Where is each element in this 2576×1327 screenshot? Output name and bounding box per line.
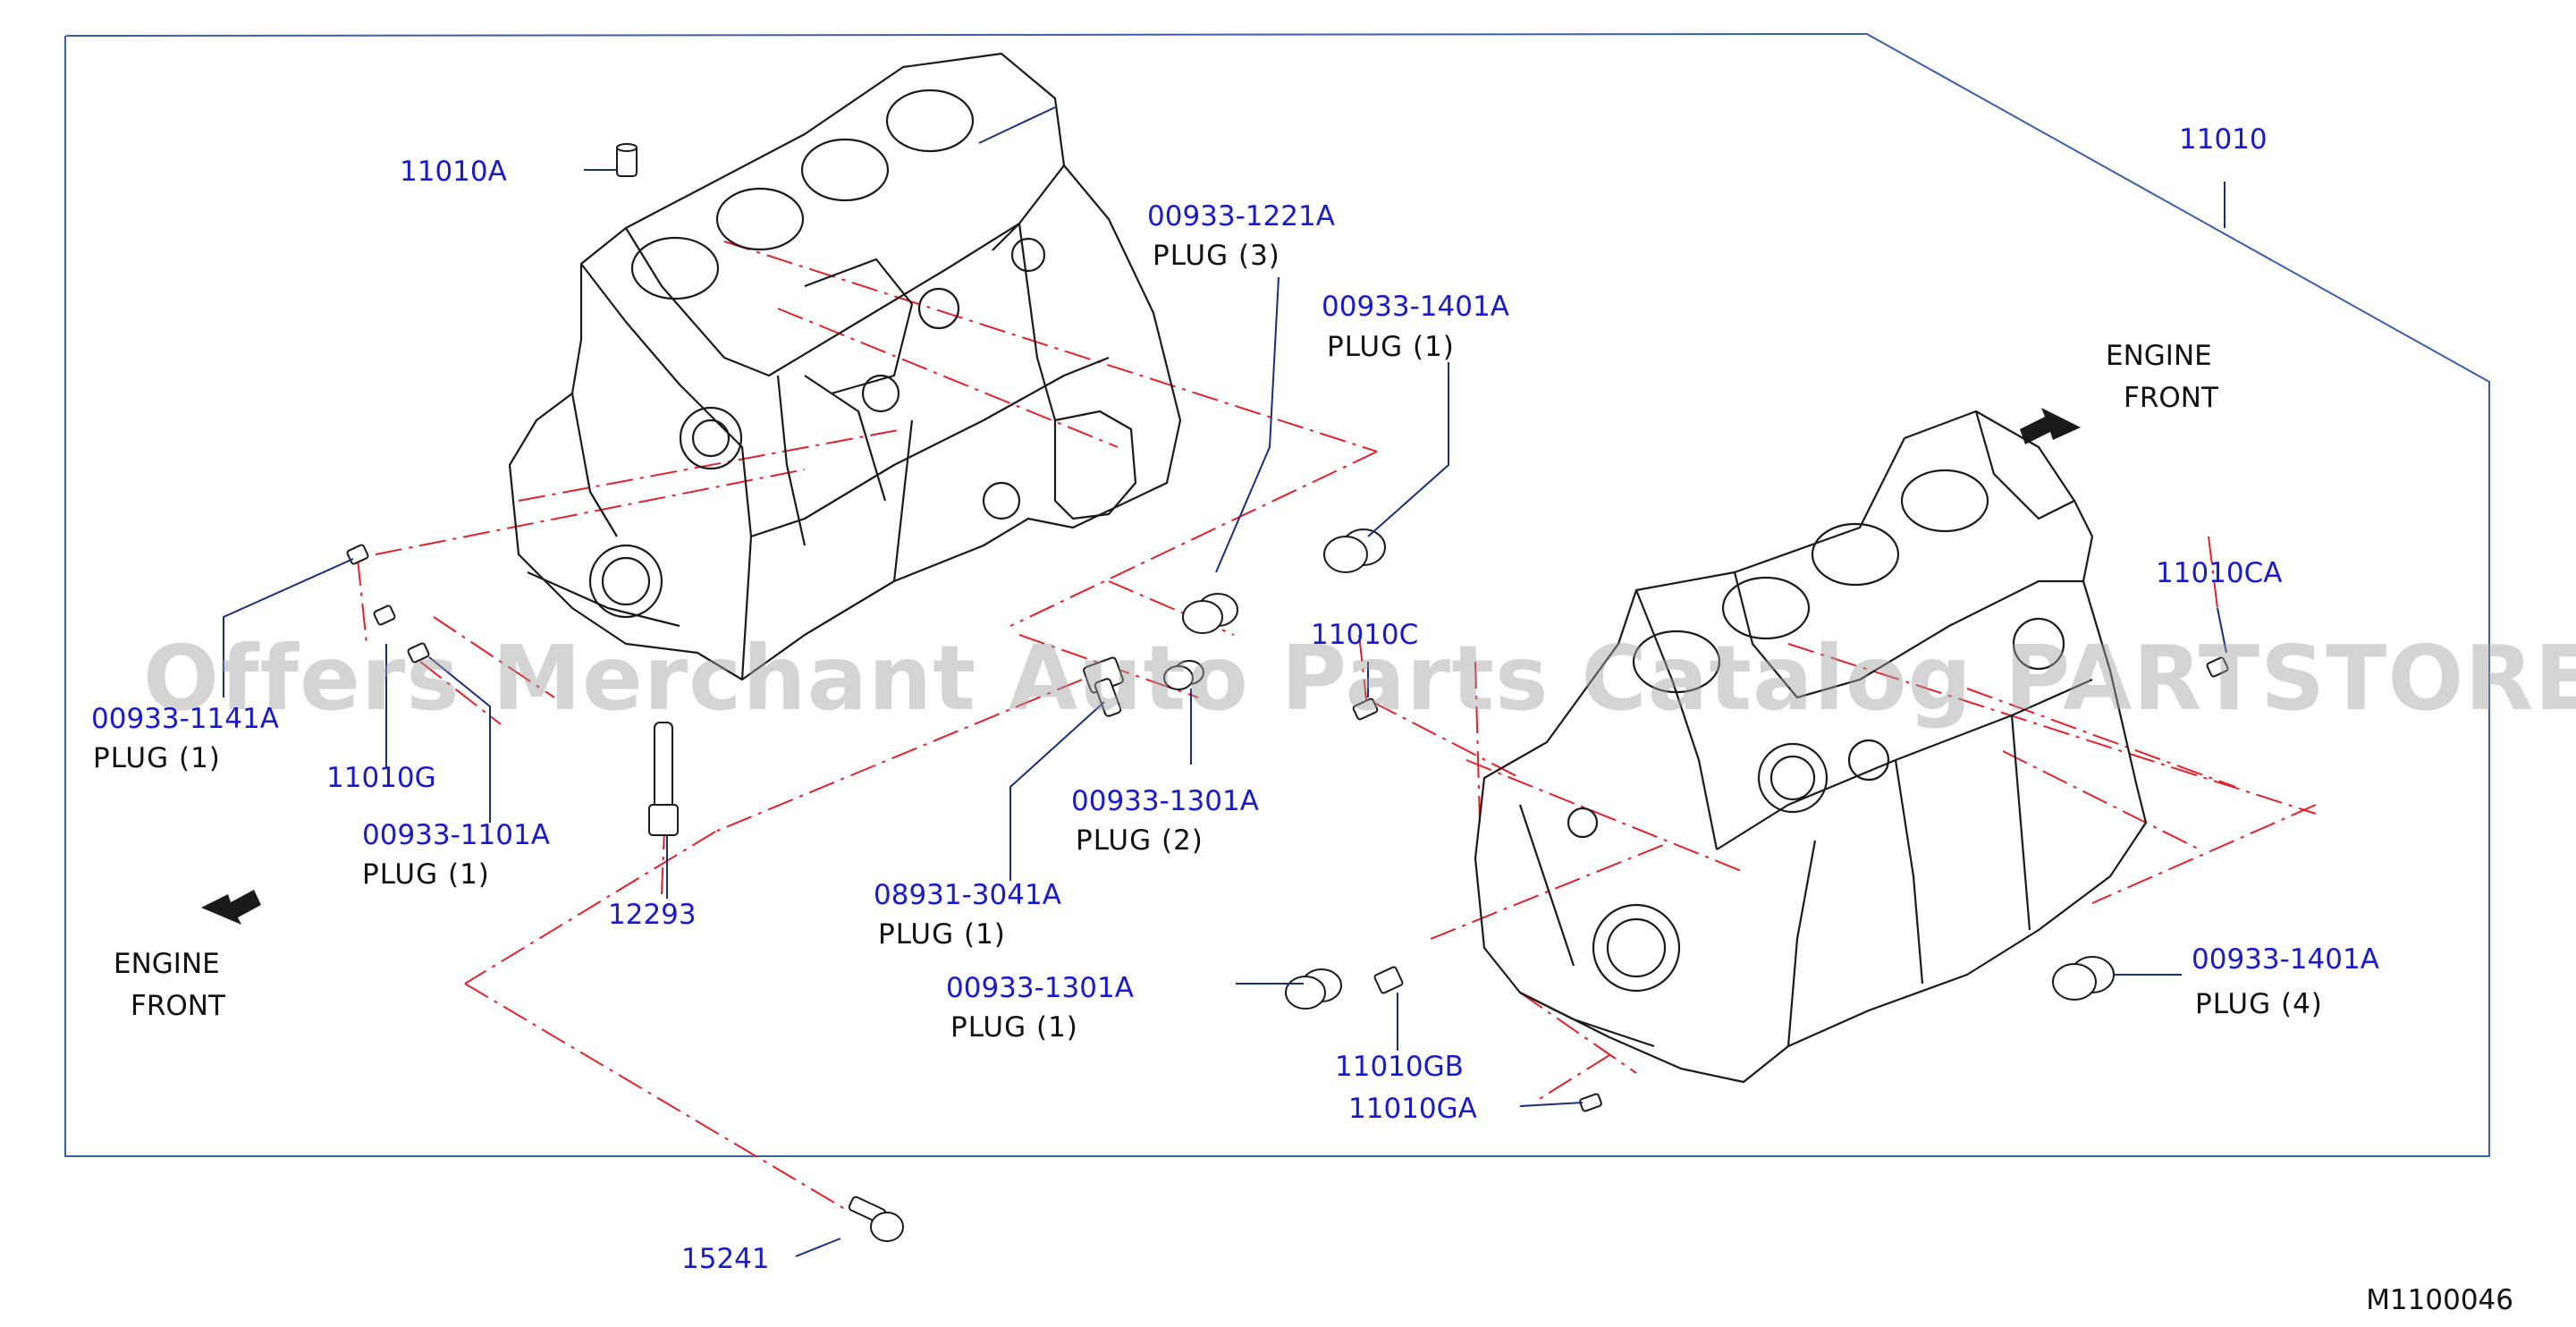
callout-11010A[interactable]: 11010A (400, 156, 507, 188)
callout-11010[interactable]: 11010 (2179, 123, 2268, 156)
callout-00933-1301A-1[interactable]: 00933-1301A (946, 972, 1134, 1004)
callout-00933-1301A-2[interactable]: 00933-1301A (1071, 785, 1259, 817)
callout-12293[interactable]: 12293 (608, 899, 697, 931)
callout-08931-3041A-desc: PLUG (1) (878, 918, 1006, 951)
assembly-frame (64, 32, 2490, 1157)
callout-15241[interactable]: 15241 (681, 1243, 770, 1275)
callout-11010CA[interactable]: 11010CA (2156, 557, 2283, 589)
callout-00933-1401A-bottom[interactable]: 00933-1401A (2192, 943, 2379, 976)
small-parts (346, 143, 2229, 1242)
callout-00933-1301A-2-desc: PLUG (2) (1076, 824, 1204, 857)
engine-block-rear-view (508, 52, 1182, 681)
engine-front-arrow-left-icon (201, 890, 261, 925)
engine-front-left-line2: FRONT (131, 990, 225, 1022)
callout-00933-1221A-desc: PLUG (3) (1153, 240, 1280, 272)
callout-00933-1141A[interactable]: 00933-1141A (91, 703, 279, 735)
engine-front-right-line1: ENGINE (2106, 340, 2212, 372)
callout-00933-1301A-1-desc: PLUG (1) (950, 1011, 1078, 1044)
callout-11010C[interactable]: 11010C (1311, 619, 1419, 651)
callout-00933-1141A-desc: PLUG (1) (93, 742, 221, 774)
diagram-code: M1100046 (2366, 1284, 2513, 1316)
callout-00933-1221A[interactable]: 00933-1221A (1147, 200, 1335, 232)
engine-front-left-line1: ENGINE (114, 948, 220, 980)
callout-11010GA[interactable]: 11010GA (1348, 1093, 1477, 1125)
watermark: Offers Merchant Auto Parts Catalog PARTS… (143, 626, 2576, 731)
callout-00933-1401A-bottom-desc: PLUG (4) (2195, 988, 2323, 1020)
callout-00933-1401A-top[interactable]: 00933-1401A (1322, 291, 1509, 323)
callout-00933-1401A-top-desc: PLUG (1) (1327, 331, 1455, 363)
callout-11010GB[interactable]: 11010GB (1335, 1051, 1464, 1083)
engine-front-right-line2: FRONT (2124, 382, 2218, 414)
callout-11010G[interactable]: 11010G (326, 762, 436, 794)
callout-08931-3041A[interactable]: 08931-3041A (874, 879, 1061, 911)
engine-block-front-view (1474, 410, 2148, 1084)
leader-lines (223, 106, 2227, 1257)
engine-front-arrow-right-icon (2020, 408, 2081, 444)
callout-00933-1101A[interactable]: 00933-1101A (362, 819, 550, 851)
callout-00933-1101A-desc: PLUG (1) (362, 858, 490, 891)
